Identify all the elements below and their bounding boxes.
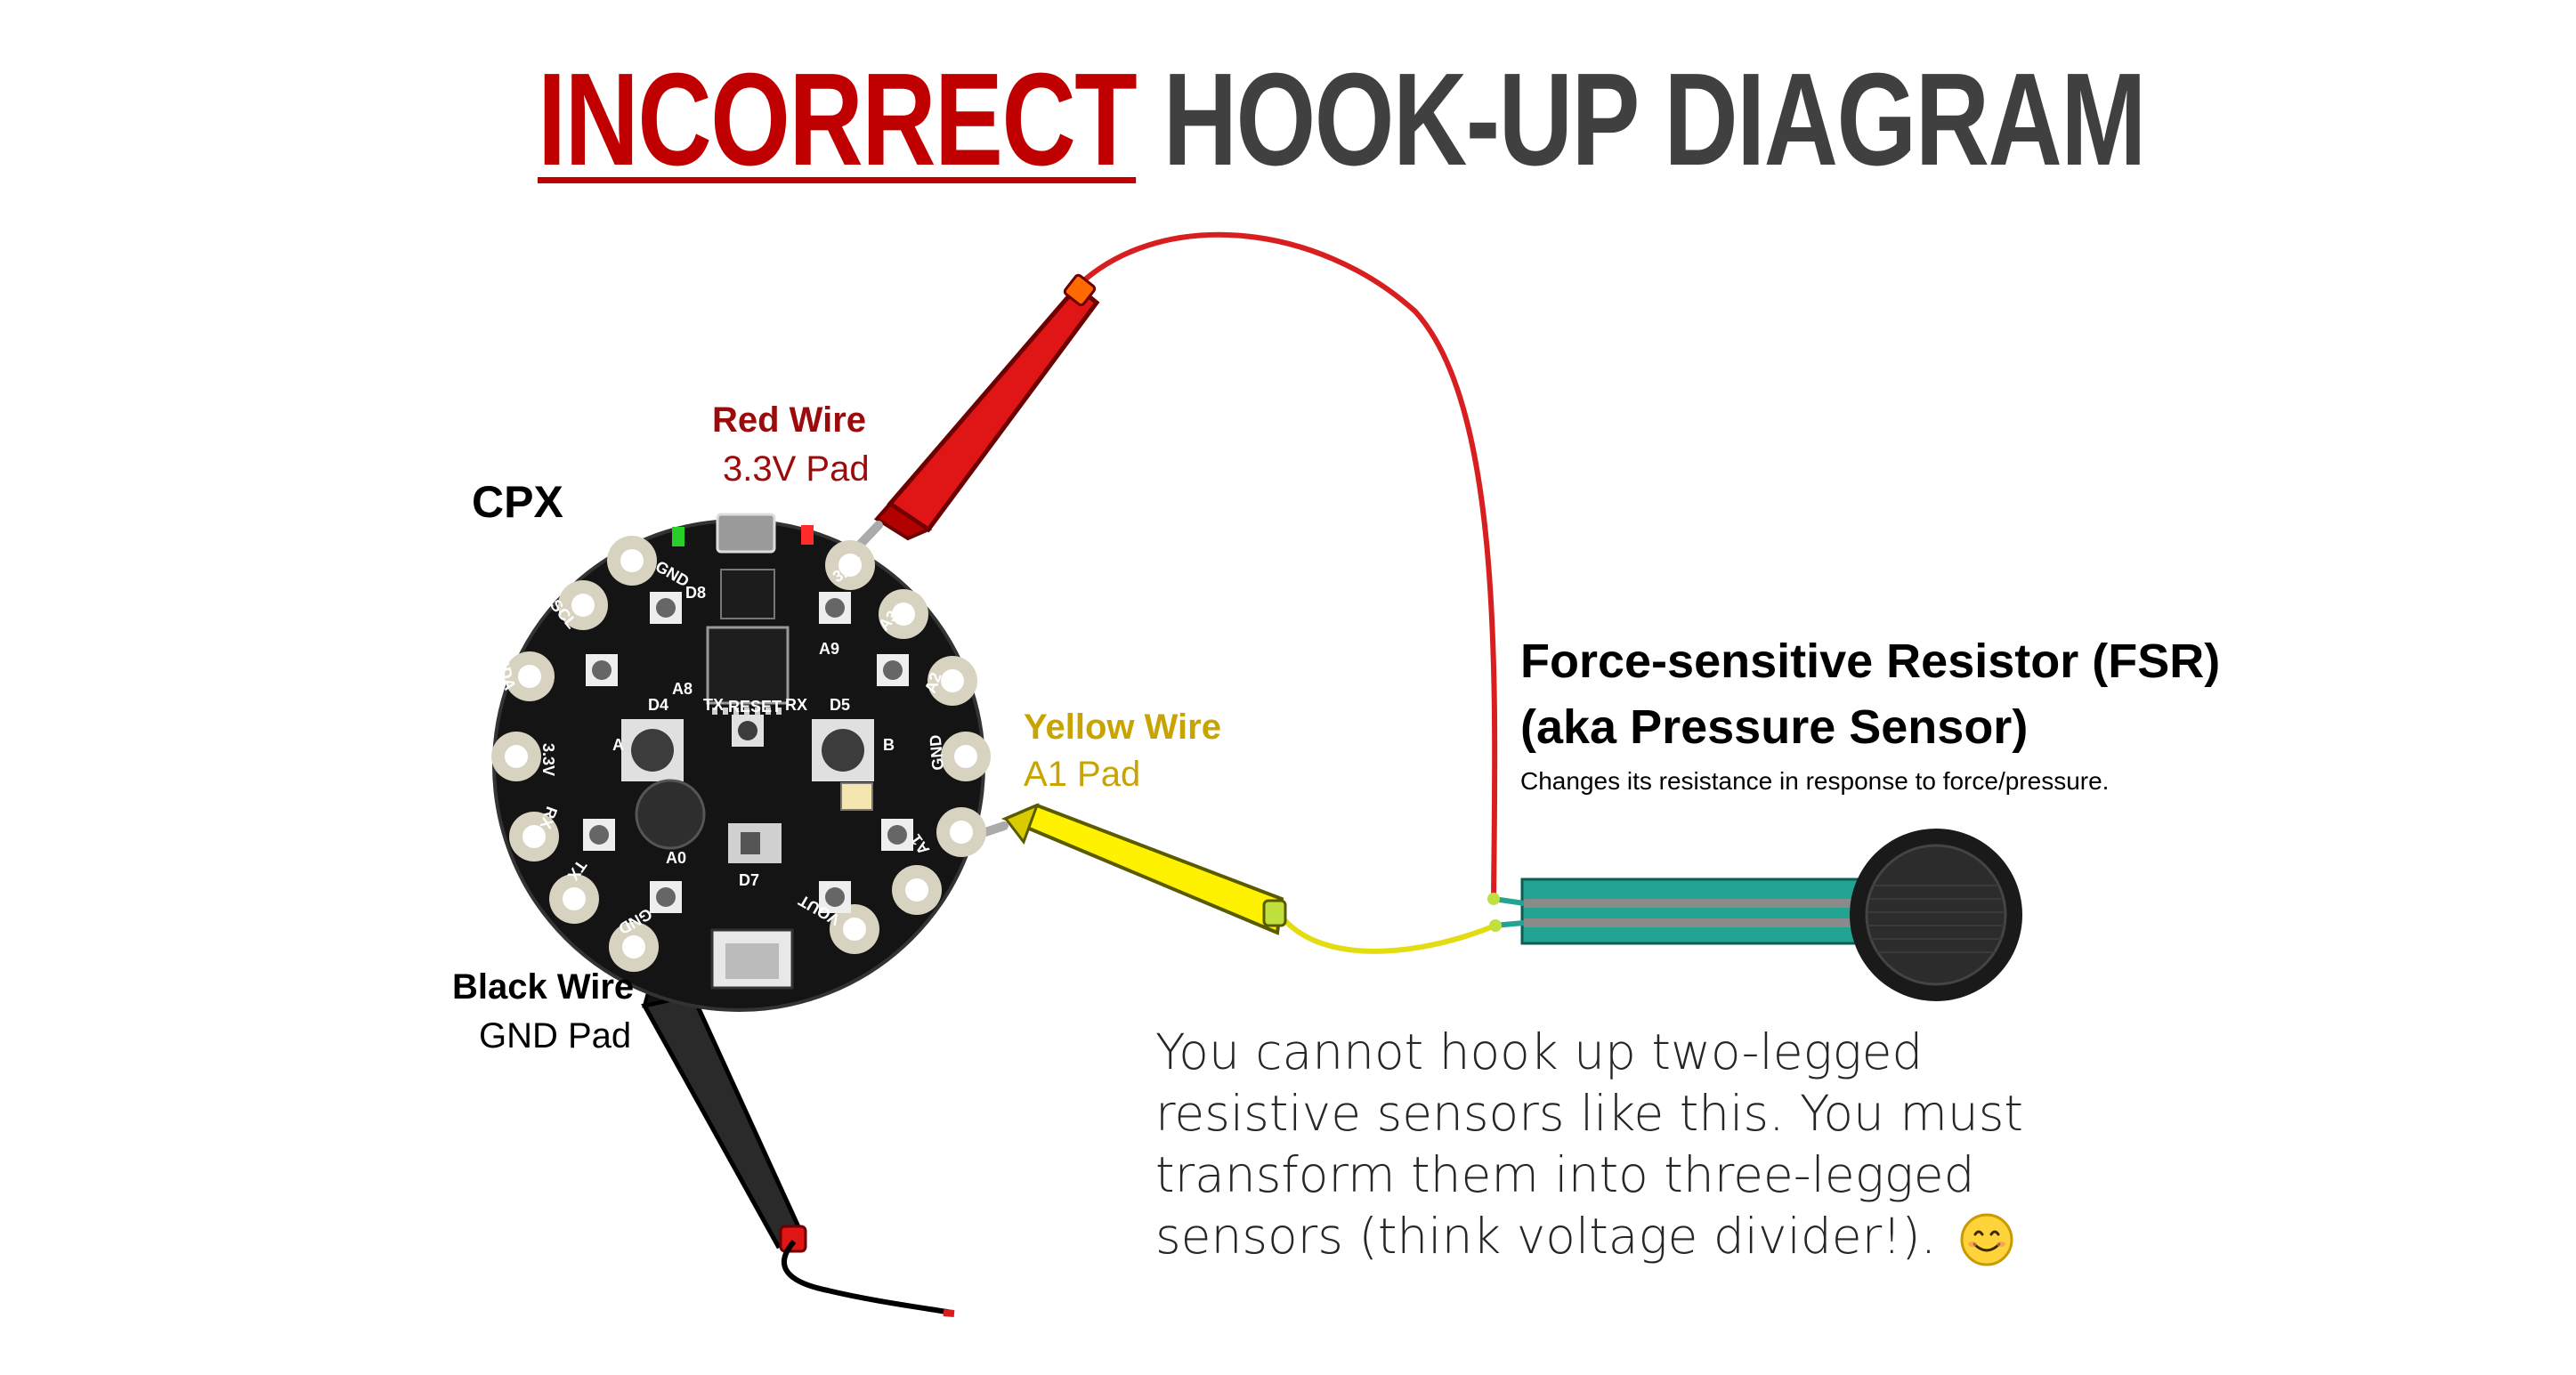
chip-main (706, 626, 790, 705)
chip-top (720, 569, 775, 619)
light-sensor (840, 782, 873, 811)
label-d5: D5 (830, 696, 850, 714)
label-button-b: B (883, 736, 895, 754)
fsr-caption: Changes its resistance in response to fo… (1520, 767, 2110, 795)
yellow-wire-title: Yellow Wire (1024, 708, 1221, 747)
label-d8: D8 (685, 584, 706, 602)
fsr-title-line2: (aka Pressure Sensor) (1520, 700, 2029, 754)
title-rest: HOOK-UP DIAGRAM (1162, 46, 2147, 193)
black-wire-subtitle: GND Pad (479, 1016, 632, 1056)
red-alligator-clip (855, 273, 1100, 549)
label-d4: D4 (648, 696, 668, 714)
label-a8: A8 (672, 680, 693, 698)
svg-text:3.3V: 3.3V (539, 743, 557, 776)
diagram-title: INCORRECT HOOK-UP DIAGRAM (538, 46, 2147, 193)
label-a9: A9 (819, 640, 839, 658)
smiling-face-icon (1960, 1213, 2013, 1266)
black-wire-title: Black Wire (452, 967, 635, 1007)
label-d7: D7 (739, 871, 759, 889)
buzzer (635, 779, 706, 850)
neopixel-leds (583, 592, 913, 913)
cpx-board: D4 TX RESET RX D5 D8 A8 A9 A0 D7 A B SCL… (491, 513, 991, 1012)
warning-note-text: You cannot hook up two-legged resistive … (1155, 1023, 2023, 1265)
red-wire (1070, 231, 1498, 900)
yellow-alligator-clip (973, 803, 1287, 935)
label-rx: RX (785, 696, 807, 714)
label-reset: RESET (728, 698, 782, 716)
red-wire-title: Red Wire (712, 400, 867, 440)
label-tx: TX (703, 696, 724, 714)
yellow-wire (1279, 915, 1497, 954)
button-a (621, 719, 684, 781)
board-name-label: CPX (472, 477, 563, 527)
red-wire-subtitle: 3.3V Pad (723, 449, 870, 489)
usb-port (716, 513, 776, 554)
black-wire (782, 1240, 953, 1315)
fsr-sensor (1487, 829, 2022, 1001)
label-button-a: A (612, 736, 624, 754)
button-b (812, 719, 874, 781)
title-incorrect-word: INCORRECT (538, 46, 1138, 193)
fsr-title-line1: Force-sensitive Resistor (FSR) (1520, 635, 2221, 688)
warning-note: You cannot hook up two-legged resistive … (1155, 1022, 2090, 1267)
label-a0-inner: A0 (666, 849, 686, 867)
svg-text:GND: GND (927, 734, 947, 772)
yellow-wire-subtitle: A1 Pad (1024, 755, 1141, 794)
